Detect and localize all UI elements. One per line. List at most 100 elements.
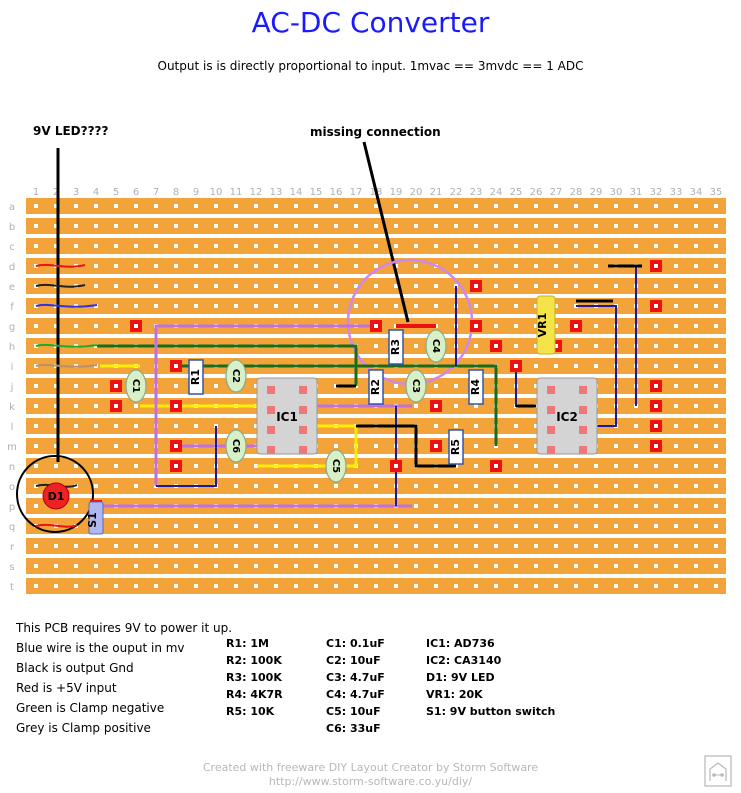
- strip-hole: [674, 504, 678, 508]
- strip-hole: [494, 584, 498, 588]
- bom-resistors: R1: 1M R2: 100K R3: 100K R4: 4K7R R5: 10…: [226, 635, 283, 720]
- strip-hole: [174, 264, 178, 268]
- strip-hole: [214, 544, 218, 548]
- ic1-chip: IC1: [256, 377, 318, 455]
- strip-hole: [134, 244, 138, 248]
- ic-pin: [579, 446, 587, 454]
- strip-hole: [174, 524, 178, 528]
- strip-hole: [514, 324, 518, 328]
- column-label: 27: [550, 187, 563, 198]
- strip-hole: [694, 584, 698, 588]
- strip-hole: [454, 524, 458, 528]
- strip-hole: [334, 544, 338, 548]
- column-label: 14: [290, 187, 303, 198]
- strip-hole: [254, 424, 258, 428]
- strip-hole: [254, 284, 258, 288]
- strip-hole: [454, 244, 458, 248]
- strip-hole: [94, 204, 98, 208]
- strip-hole: [154, 564, 158, 568]
- strip-hole: [474, 404, 478, 408]
- strip-hole: [714, 284, 718, 288]
- strip-hole: [434, 224, 438, 228]
- strip-hole: [134, 264, 138, 268]
- strip-hole: [714, 464, 718, 468]
- strip-hole: [534, 484, 538, 488]
- strip-hole: [514, 444, 518, 448]
- strip-hole: [354, 244, 358, 248]
- capacitor-label: C2: [230, 369, 241, 383]
- red-lead-wire-bottom: [35, 523, 78, 528]
- strip-hole: [494, 204, 498, 208]
- strip-hole: [434, 304, 438, 308]
- strip-hole: [174, 304, 178, 308]
- row-label: o: [9, 482, 15, 493]
- strip-hole: [134, 224, 138, 228]
- column-label: 4: [93, 187, 99, 198]
- strip-hole: [334, 524, 338, 528]
- strip-hole: [594, 544, 598, 548]
- strip-hole: [114, 244, 118, 248]
- strip-hole: [294, 584, 298, 588]
- strip-hole: [534, 324, 538, 328]
- strip-hole: [34, 504, 38, 508]
- strip-hole: [594, 284, 598, 288]
- bom-item: C6: 33uF: [326, 722, 381, 735]
- strip-hole: [334, 564, 338, 568]
- column-label: 7: [153, 187, 159, 198]
- strip-hole: [314, 244, 318, 248]
- strip-hole: [514, 204, 518, 208]
- strip-hole: [434, 584, 438, 588]
- strip-hole: [714, 344, 718, 348]
- strip-hole: [334, 444, 338, 448]
- strip-hole: [54, 584, 58, 588]
- strip-hole: [614, 204, 618, 208]
- ic2-label: IC2: [556, 410, 578, 424]
- strip-hole: [714, 544, 718, 548]
- strip-hole: [494, 304, 498, 308]
- strip-hole: [134, 524, 138, 528]
- cut-marker-hole: [174, 464, 178, 468]
- strip-hole: [74, 444, 78, 448]
- cut-marker-hole: [374, 324, 378, 328]
- strip-hole: [454, 424, 458, 428]
- strip-hole: [494, 564, 498, 568]
- strip-hole: [554, 244, 558, 248]
- row-label: j: [10, 382, 14, 393]
- strip-hole: [514, 584, 518, 588]
- strip-hole: [74, 504, 78, 508]
- strip-hole: [214, 224, 218, 228]
- strip-hole: [714, 564, 718, 568]
- strip-hole: [694, 404, 698, 408]
- strip-hole: [294, 544, 298, 548]
- strip-hole: [354, 304, 358, 308]
- strip-hole: [234, 284, 238, 288]
- strip-hole: [634, 584, 638, 588]
- strip-hole: [714, 484, 718, 488]
- strip-hole: [694, 284, 698, 288]
- ic-pin: [267, 446, 275, 454]
- strip-hole: [534, 284, 538, 288]
- strip-hole: [534, 344, 538, 348]
- strip-hole: [714, 384, 718, 388]
- strip-hole: [354, 484, 358, 488]
- strip-hole: [114, 484, 118, 488]
- strip-hole: [434, 564, 438, 568]
- strip-hole: [534, 584, 538, 588]
- strip-hole: [194, 304, 198, 308]
- column-label: 31: [630, 187, 643, 198]
- strip-hole: [414, 404, 418, 408]
- strip-hole: [714, 324, 718, 328]
- strip-hole: [394, 564, 398, 568]
- strip-hole: [514, 464, 518, 468]
- strip-hole: [94, 464, 98, 468]
- black-wire-gnd: [356, 424, 456, 468]
- strip-hole: [694, 384, 698, 388]
- strip-hole: [674, 324, 678, 328]
- strip-hole: [534, 204, 538, 208]
- strip-hole: [554, 304, 558, 308]
- row-label: m: [7, 442, 17, 453]
- column-label: 13: [270, 187, 283, 198]
- strip-hole: [614, 484, 618, 488]
- strip-hole: [654, 484, 658, 488]
